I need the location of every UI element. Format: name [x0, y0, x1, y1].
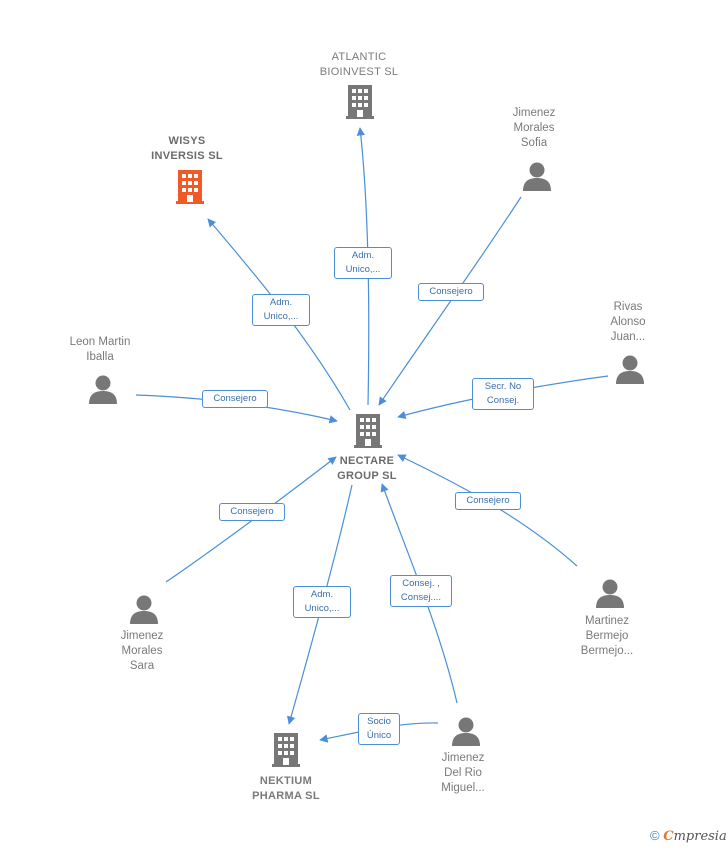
edge-label-leon[interactable]: Consejero: [202, 390, 268, 408]
building-icon[interactable]: [354, 414, 382, 448]
brand-logo: Cmpresia: [663, 829, 727, 844]
edge-label-miguel-nektium[interactable]: Socio Único: [358, 713, 400, 745]
edge-label-martinez[interactable]: Consejero: [455, 492, 521, 510]
building-icon[interactable]: [272, 733, 300, 767]
person-icon[interactable]: [616, 355, 644, 385]
edge-sofia: [378, 196, 522, 406]
person-icon[interactable]: [130, 595, 158, 625]
edge-label-rivas[interactable]: Secr. No Consej.: [472, 378, 534, 410]
node-label-sara[interactable]: Jimenez Morales Sara: [120, 630, 164, 672]
copyright-icon: ©: [650, 828, 660, 843]
node-label-leon[interactable]: Leon Martin Iballa: [69, 336, 131, 363]
node-label-nectare[interactable]: NECTARE GROUP SL: [337, 455, 397, 482]
edge-label-sara[interactable]: Consejero: [219, 503, 285, 521]
edge-sara: [165, 456, 337, 583]
node-label-miguel[interactable]: Jimenez Del Rio Miguel...: [441, 752, 485, 794]
node-label-atlantic[interactable]: ATLANTIC BIOINVEST SL: [319, 51, 399, 78]
node-label-martinez[interactable]: Martinez Bermejo Bermejo...: [580, 615, 634, 657]
edge-label-nektium[interactable]: Adm. Unico,...: [293, 586, 351, 618]
footer-brand[interactable]: © Cmpresia: [650, 828, 727, 844]
node-label-nektium[interactable]: NEKTIUM PHARMA SL: [252, 775, 320, 802]
edge-label-atlantic[interactable]: Adm. Unico,...: [334, 247, 392, 279]
person-icon[interactable]: [523, 162, 551, 192]
person-icon[interactable]: [452, 717, 480, 747]
edge-label-miguel-center[interactable]: Consej. , Consej....: [390, 575, 452, 607]
node-label-sofia[interactable]: Jimenez Morales Sofia: [512, 107, 556, 149]
edge-label-sofia[interactable]: Consejero: [418, 283, 484, 301]
edge-label-wisys[interactable]: Adm. Unico,...: [252, 294, 310, 326]
building-icon[interactable]: [346, 85, 374, 119]
node-label-rivas[interactable]: Rivas Alonso Juan...: [610, 301, 646, 343]
node-label-wisys[interactable]: WISYS INVERSIS SL: [151, 135, 223, 162]
building-icon[interactable]: [176, 170, 204, 204]
person-icon[interactable]: [596, 579, 624, 609]
person-icon[interactable]: [89, 375, 117, 405]
